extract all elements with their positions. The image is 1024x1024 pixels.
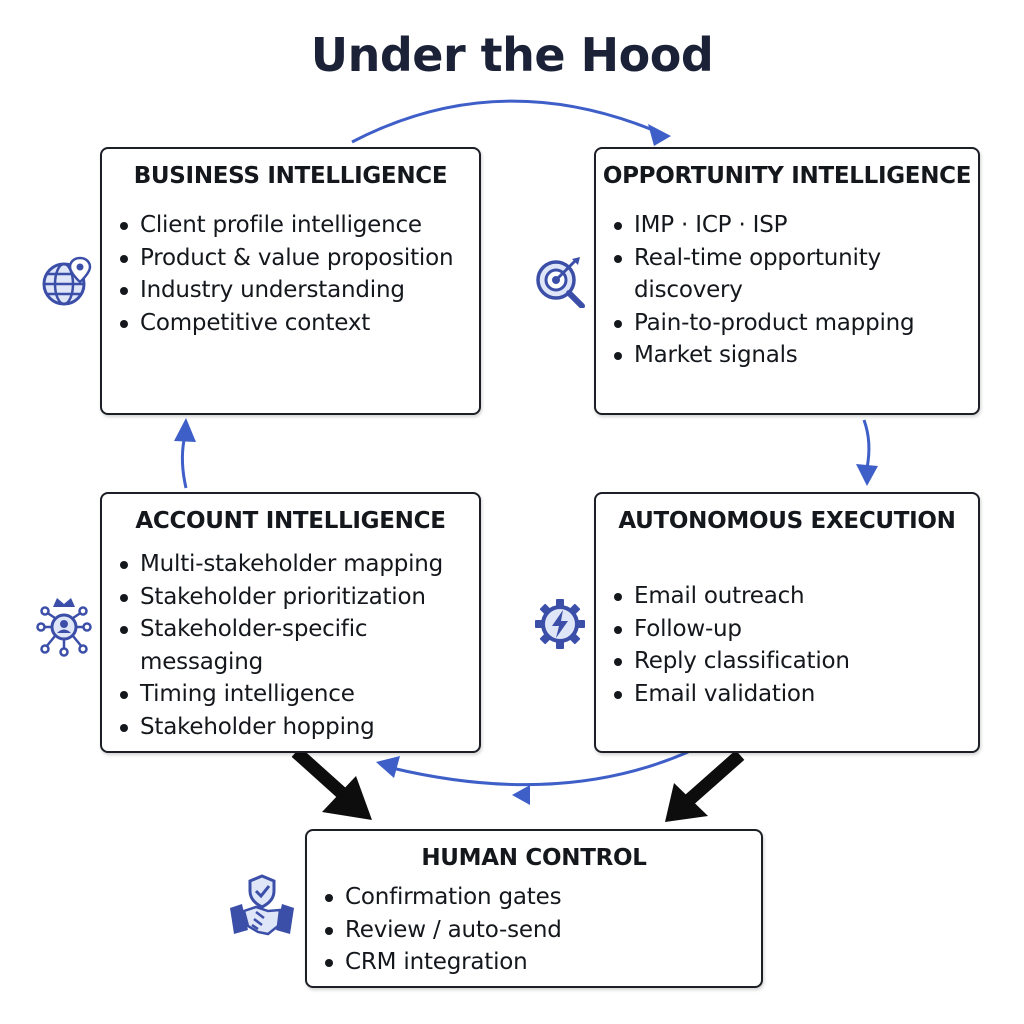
list-item: Stakeholder-specific messaging (118, 613, 471, 678)
autonomous-execution-title: AUTONOMOUS EXECUTION (618, 508, 956, 534)
human-control-title: HUMAN CONTROL (421, 845, 647, 871)
stakeholder-network-icon (36, 595, 92, 657)
list-item: IMP · ICP · ISP (612, 209, 970, 242)
list-item: Pain-to-product mapping (612, 307, 970, 340)
cycle-arrowhead-top (648, 124, 671, 146)
cycle-arrow-opportunity-to-execution (862, 419, 871, 469)
list-item: Real-time opportunity discovery (612, 242, 970, 307)
list-item: Industry understanding (118, 274, 471, 307)
cycle-arrowhead-right (856, 464, 878, 486)
list-item: Client profile intelligence (118, 209, 471, 242)
business-intelligence-list: Client profile intelligence Product & va… (118, 209, 471, 339)
list-item: Competitive context (118, 307, 471, 340)
list-item: Confirmation gates (323, 881, 753, 914)
cycle-arrow-account-to-business (180, 439, 188, 489)
account-intelligence-box: ACCOUNT INTELLIGENCE Multi-stakeholder m… (100, 492, 481, 753)
diagram-title: Under the Hood (310, 28, 714, 82)
list-item: Stakeholder prioritization (118, 581, 471, 614)
target-magnifier-icon (534, 256, 586, 308)
black-arrow-account-to-human (291, 747, 350, 801)
business-intelligence-title: BUSINESS INTELLIGENCE (133, 163, 448, 189)
list-item: Stakeholder hopping (118, 711, 471, 744)
gear-lightning-icon (534, 598, 586, 650)
list-item: Email outreach (612, 580, 970, 613)
list-item: Reply classification (612, 645, 970, 678)
cycle-arrow-business-to-opportunity (351, 99, 661, 144)
autonomous-execution-box: AUTONOMOUS EXECUTION Email outreach Foll… (594, 492, 980, 753)
autonomous-execution-list: Email outreach Follow-up Reply classific… (612, 580, 970, 710)
black-arrowhead-left (322, 776, 372, 820)
list-item: Email validation (612, 678, 970, 711)
black-arrow-execution-to-human (683, 750, 745, 806)
list-item: Follow-up (612, 613, 970, 646)
cycle-arrowhead-bottom-mid (512, 785, 530, 805)
cycle-arrowhead-bottom (376, 756, 400, 778)
human-control-box: HUMAN CONTROL Confirmation gates Review … (305, 829, 763, 988)
opportunity-intelligence-list: IMP · ICP · ISP Real-time opportunity di… (612, 209, 970, 372)
list-item: Product & value proposition (118, 242, 471, 275)
list-item: Multi-stakeholder mapping (118, 548, 471, 581)
opportunity-intelligence-title: OPPORTUNITY INTELLIGENCE (602, 163, 972, 189)
list-item: Market signals (612, 339, 970, 372)
opportunity-intelligence-box: OPPORTUNITY INTELLIGENCE IMP · ICP · ISP… (594, 147, 980, 415)
globe-location-icon (40, 256, 92, 308)
business-intelligence-box: BUSINESS INTELLIGENCE Client profile int… (100, 147, 481, 415)
account-intelligence-title: ACCOUNT INTELLIGENCE (135, 508, 446, 534)
human-control-list: Confirmation gates Review / auto-send CR… (323, 881, 753, 979)
cycle-arrow-execution-to-account (391, 750, 689, 787)
handshake-shield-icon (228, 874, 296, 942)
black-arrowhead-right (665, 783, 708, 822)
account-intelligence-list: Multi-stakeholder mapping Stakeholder pr… (118, 548, 471, 743)
list-item: Timing intelligence (118, 678, 471, 711)
list-item: Review / auto-send (323, 914, 753, 947)
cycle-arrowhead-left (174, 418, 196, 442)
list-item: CRM integration (323, 946, 753, 979)
